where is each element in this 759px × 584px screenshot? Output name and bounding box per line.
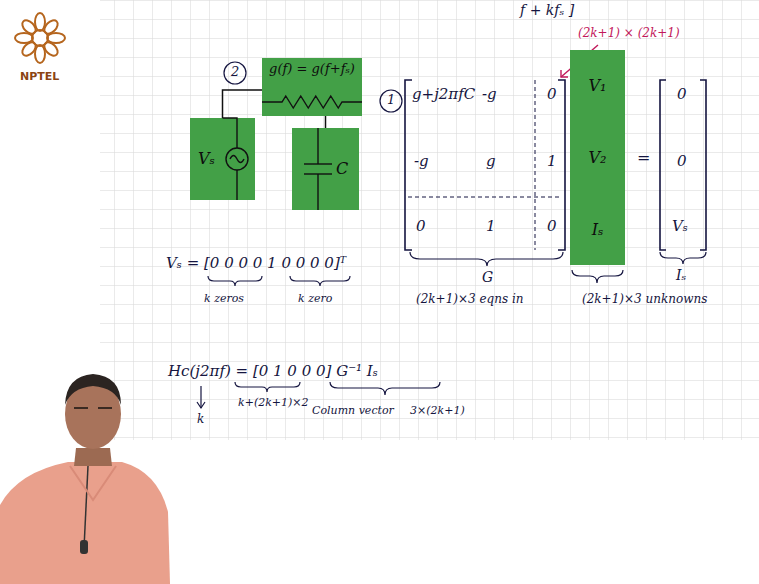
equation: Vₛ = [0 0 0 0 1 0 0 0 0]ᵀ	[166, 254, 346, 272]
wire	[223, 90, 263, 118]
matrix-entry: 0	[416, 217, 426, 235]
brace-note: 3×(2k+1)	[410, 404, 465, 417]
logo-emblem	[15, 13, 65, 63]
node-text: C	[336, 159, 348, 178]
node-text: Iₛ	[592, 220, 604, 239]
vector-box: V₁ V₂ Iₛ	[570, 50, 625, 265]
matrix-entry: 1	[486, 217, 496, 235]
equals-sign: =	[637, 148, 650, 167]
size-note: (2k+1) × (2k+1)	[578, 26, 680, 40]
node-text: g(f) = g(f+fₛ)	[269, 61, 355, 77]
node-number: 1	[387, 92, 395, 108]
node-circle	[224, 62, 246, 84]
node-text: Vₛ	[198, 149, 215, 168]
brace-note: k+(2k+1)×2	[238, 396, 309, 409]
vector-entry: 0	[677, 152, 687, 170]
matrix-entry: g+j2πfC	[412, 85, 475, 103]
leader-arrow	[197, 386, 205, 408]
matrix-name: G	[482, 269, 493, 286]
vector-name: Iₛ	[676, 267, 686, 284]
resistor-box: g(f) = g(f+fₛ)	[262, 58, 362, 116]
capacitor-box: C	[292, 128, 359, 210]
grid-paper	[100, 0, 759, 440]
size-note: (2k+1)×3 unknowns	[582, 292, 707, 306]
brace-note: k zero	[298, 292, 332, 305]
matrix-brackets	[405, 80, 706, 250]
brace-note: k	[197, 412, 204, 426]
equation: Hc(j2πf) = [0 1 0 0 0] G⁻¹ Iₛ	[168, 362, 378, 380]
matrix-entry: -g	[414, 152, 429, 170]
partition-lines	[408, 80, 562, 250]
brace-note: Column vector	[312, 404, 394, 417]
brace-note: k zeros	[204, 292, 244, 305]
wire	[325, 116, 327, 128]
component-symbol	[292, 128, 359, 210]
logo-text: NPTEL	[20, 70, 59, 83]
vector-entry: Vₛ	[672, 217, 688, 235]
matrix-entry: g	[486, 152, 496, 170]
presenter-figure	[0, 374, 170, 584]
matrix-entry: 1	[547, 152, 557, 170]
node-number: 2	[231, 64, 239, 80]
equation-fragment: f + kfₛ ]	[520, 2, 574, 19]
source-box: Vₛ	[190, 118, 255, 200]
vector-entry: 0	[677, 85, 687, 103]
size-note: (2k+1)×3 eqns in	[416, 292, 524, 306]
matrix-entry: -g	[482, 85, 497, 103]
node-text: V₂	[589, 148, 607, 167]
node-text: V₁	[589, 76, 607, 95]
matrix-entry: 0	[547, 85, 557, 103]
matrix-entry: 0	[547, 217, 557, 235]
node-circle	[380, 90, 402, 112]
